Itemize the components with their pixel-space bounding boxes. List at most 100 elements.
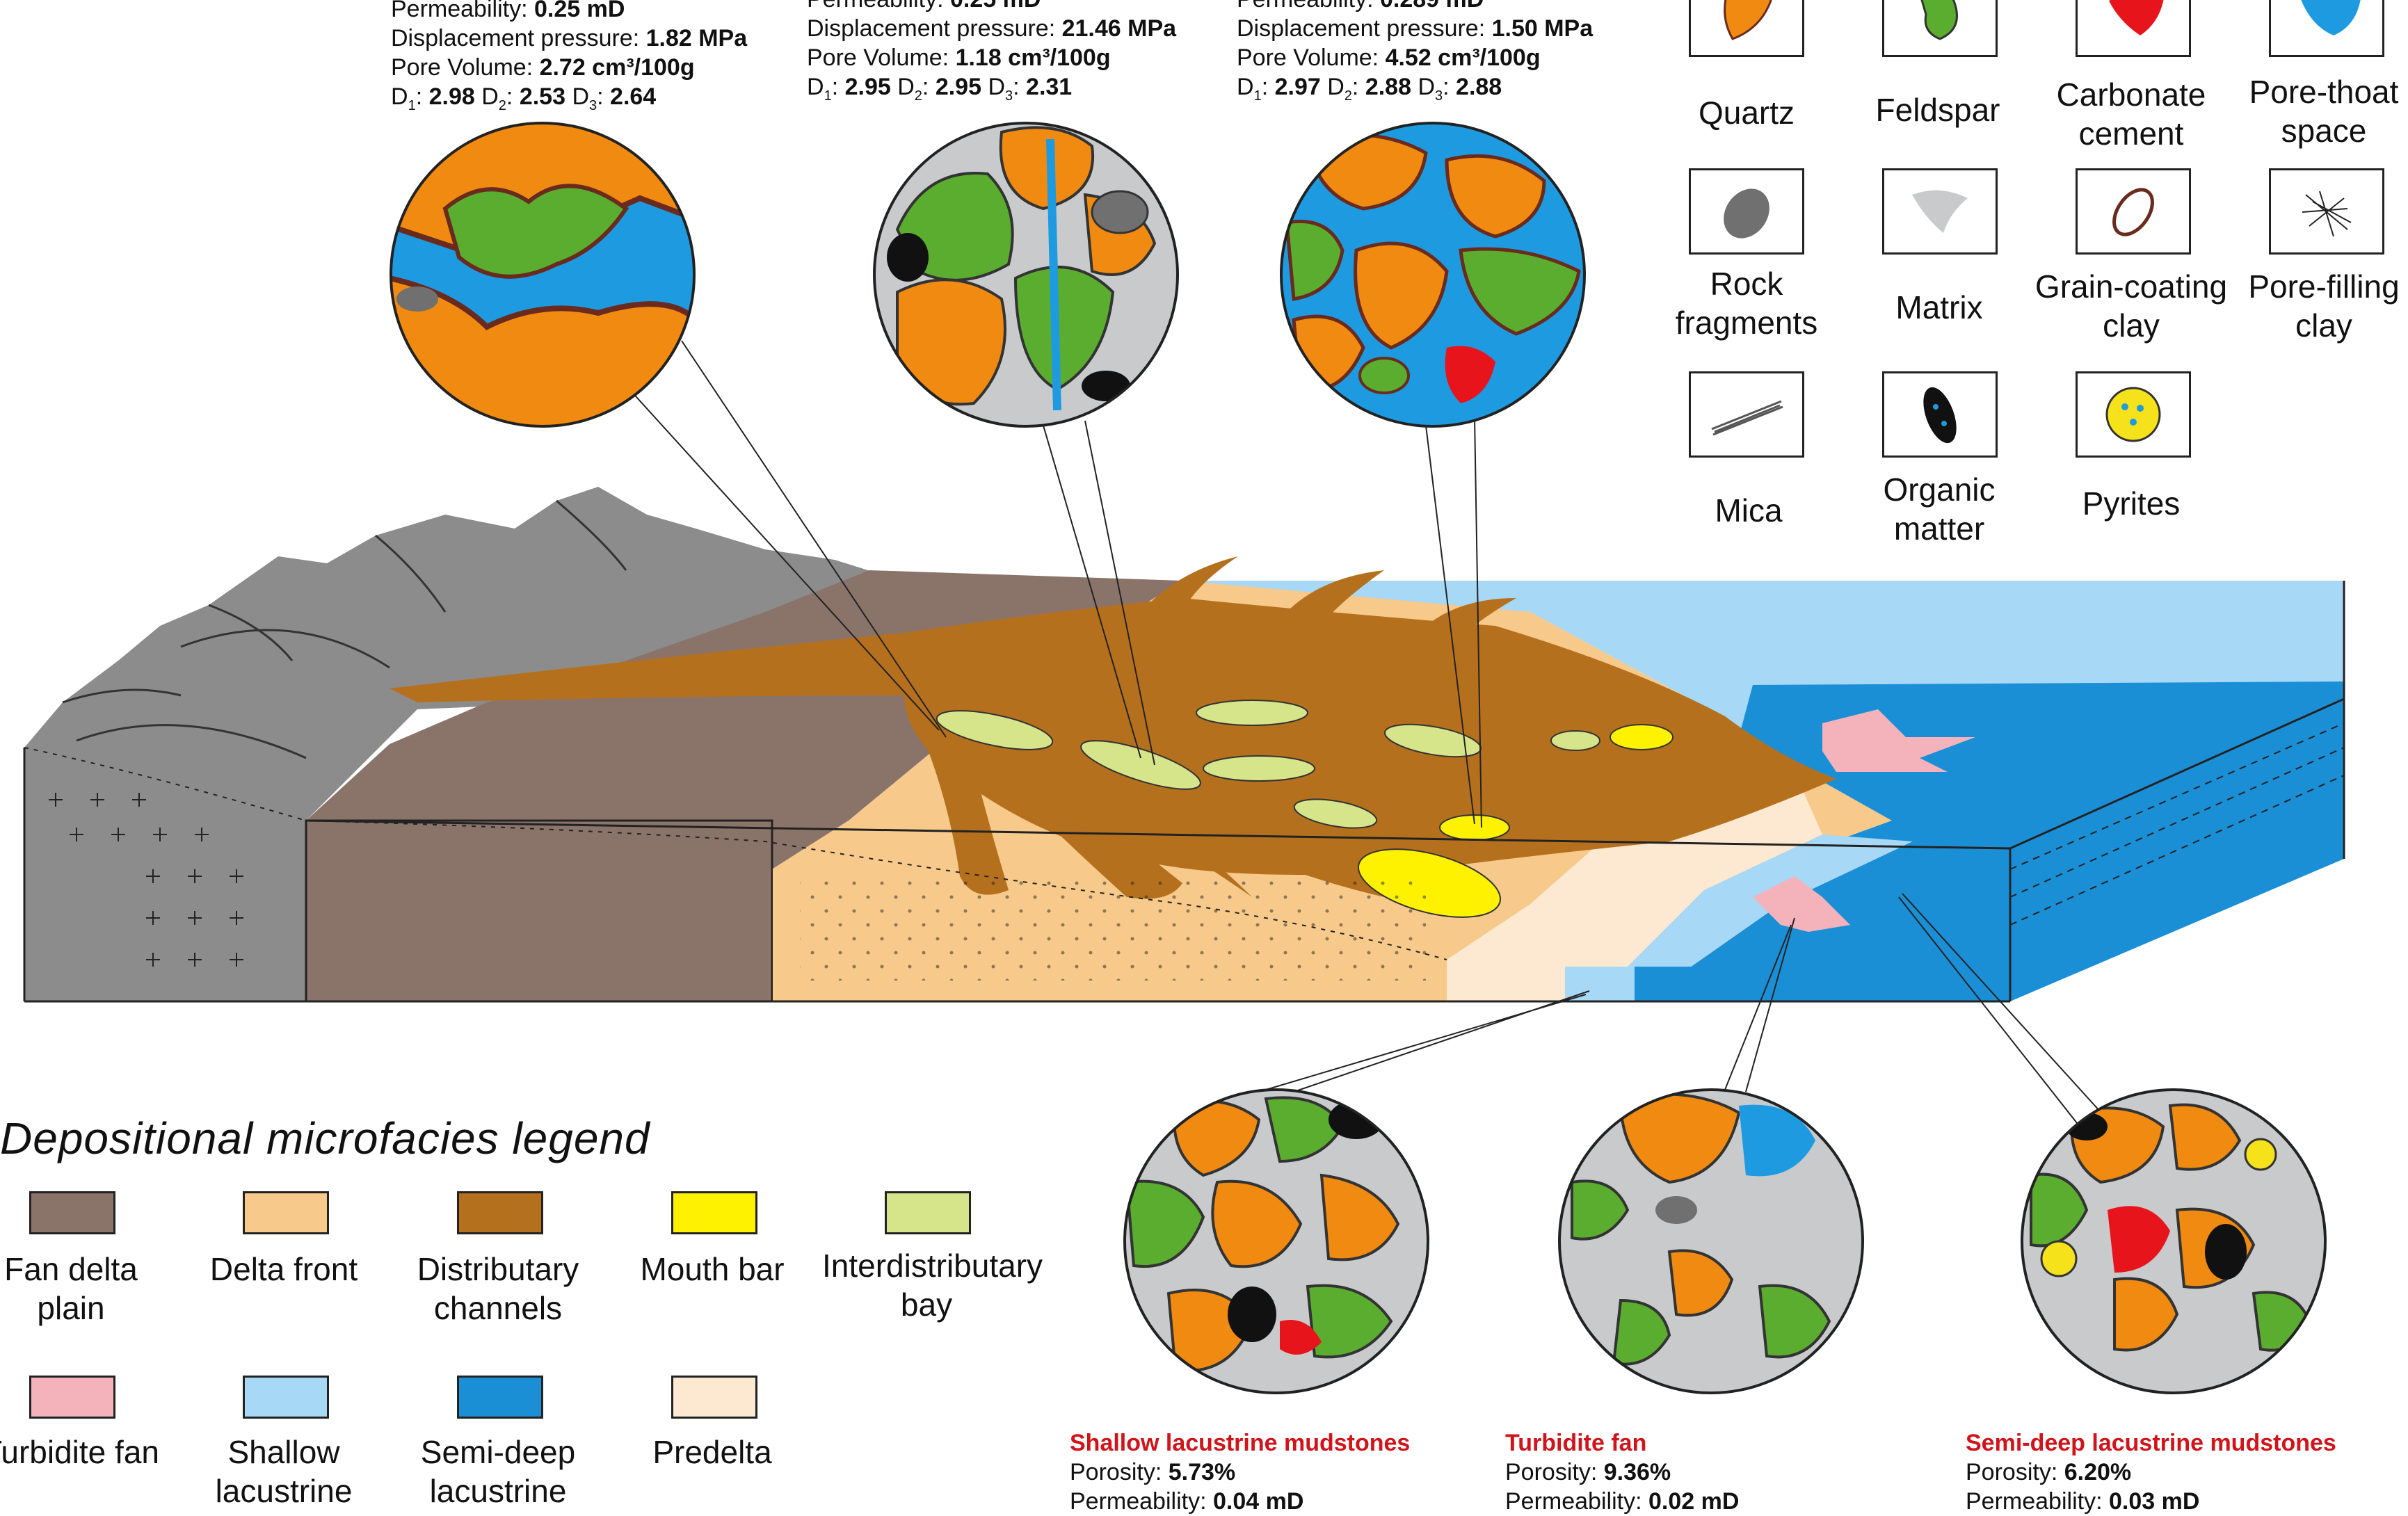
turbidite-fan-upper (1822, 709, 1975, 772)
mineral-label: Pore-thoat space (2249, 74, 2399, 149)
interdistributary-bays (936, 700, 1600, 829)
porosity-value: 6.20% (2064, 1459, 2132, 1485)
pore-volume-value: 4.52 cm³/100g (1385, 45, 1541, 71)
mica-swatch (1689, 371, 1804, 458)
pore-volume-value: 2.72 cm³/100g (539, 54, 695, 81)
fractal-dimensions: D1: 2.97 D2: 2.88 D3: 2.88 (1237, 74, 1502, 104)
granite-texture (49, 793, 243, 967)
feldspar-swatch (1882, 0, 1998, 57)
mineral-label: Quartz (1698, 95, 1795, 131)
displacement-value: 1.82 MPa (645, 25, 748, 51)
facies-label: Predelta (652, 1434, 772, 1470)
displacement-label: Displacement pressure: (391, 25, 646, 51)
grain-coating-clay-swatch (2076, 168, 2191, 255)
pore-volume-label: Pore Volume: (807, 45, 956, 71)
predelta-swatch (671, 1376, 757, 1419)
fractal-dimensions: D1: 2.98 D2: 2.53 D3: 2.64 (391, 83, 657, 113)
facies-label: Turbidite fan (0, 1434, 159, 1470)
mica-icon (1711, 400, 1783, 436)
porosity-value: 5.73% (1168, 1459, 1236, 1485)
carbonate-swatch (2076, 0, 2191, 57)
facies-title: Semi-deep lacustrine mudstones (1966, 1430, 2336, 1456)
turbidite-fan-lower (1753, 876, 1850, 932)
lake-side-face (2010, 699, 2344, 1001)
fractal-dimensions: D1: 2.95 D2: 2.95 D3: 2.31 (807, 74, 1073, 104)
mineral-label: Carbonate cement (2056, 76, 2206, 152)
facies-label: Mouth bar (640, 1251, 785, 1287)
thin-section-delta-front (874, 123, 1178, 426)
permeability-value: 0.03 mD (2108, 1488, 2200, 1515)
mineral-label: Feldspar (1875, 92, 2000, 128)
pore-icon (2301, 0, 2361, 35)
mineral-label: Pore-filling clay (2248, 268, 2400, 344)
matrix-swatch (1882, 168, 1998, 255)
mineral-label: Matrix (1895, 289, 1983, 325)
permeability-label: Permeability: (807, 0, 950, 13)
sample-4-properties: Shallow lacustrine mudstones Porosity: 5… (1070, 1430, 1411, 1515)
mineral-label: Mica (1715, 492, 1783, 529)
facies-title: Turbidite fan (1505, 1430, 1647, 1456)
porosity-value: 9.36% (1603, 1459, 1671, 1485)
mineral-label: Pyrites (2082, 485, 2181, 522)
thin-section-mouth-bar (1281, 123, 1584, 426)
mineral-label: Grain-coating clay (2034, 268, 2228, 344)
facies-label: Semi-deep lacustrine (420, 1434, 576, 1509)
pore-swatch (2269, 0, 2384, 57)
grain-coating-clay-icon (2112, 188, 2154, 236)
rock-fragment-icon (1724, 188, 1769, 239)
thin-section-fan-delta-plain (391, 123, 694, 426)
semi-deep-lacustrine-swatch (457, 1376, 543, 1419)
mineral-label: Rock fragments (1675, 266, 1818, 341)
facies-title: Shallow lacustrine mudstones (1070, 1430, 1411, 1456)
fan-delta-plain-swatch (29, 1191, 115, 1234)
organic-matter-swatch (1882, 371, 1998, 458)
displacement-label: Displacement pressure: (1237, 15, 1492, 42)
distributary-channels-swatch (457, 1191, 543, 1234)
mountains (24, 487, 890, 1001)
pyrite-swatch (2076, 371, 2191, 458)
pore-volume-label: Pore Volume: (1237, 45, 1386, 71)
interdistributary-bay-swatch (885, 1191, 971, 1234)
shallow-lacustrine-swatch (243, 1376, 329, 1419)
permeability-value: 0.25 mD (950, 0, 1041, 13)
displacement-value: 21.46 MPa (1061, 15, 1177, 42)
mineral-label: Organic matter (1883, 471, 1996, 547)
displacement-label: Displacement pressure: (807, 15, 1062, 42)
pore-volume-value: 1.18 cm³/100g (955, 45, 1111, 71)
matrix-icon (1912, 190, 1968, 233)
mouth-bar-swatch (671, 1191, 757, 1234)
delta-front-swatch (243, 1191, 329, 1234)
pore-volume-label: Pore Volume: (391, 54, 540, 81)
facies-label: Interdistributary bay (822, 1248, 1043, 1323)
sample-3-properties: Permeability: 0.289 mD Displacement pres… (1237, 0, 1593, 111)
pointer-lines (629, 340, 2108, 1127)
organic-matter-icon (1923, 387, 1957, 444)
pore-filling-clay-swatch (2269, 168, 2384, 255)
sample-6-properties: Semi-deep lacustrine mudstones Porosity:… (1966, 1430, 2336, 1515)
carbonate-icon (2109, 0, 2164, 35)
displacement-value: 1.50 MPa (1491, 15, 1594, 42)
sample-5-properties: Turbidite fan Porosity: 9.36% Permeabili… (1505, 1430, 1740, 1515)
rock-fragment-swatch (1689, 168, 1804, 255)
facies-label: Shallow lacustrine (215, 1434, 353, 1509)
permeability-label: Permeability: (1237, 0, 1380, 13)
turbidite-fan-swatch (29, 1376, 115, 1419)
permeability-value: 0.25 mD (533, 0, 625, 22)
permeability-label: Permeability: (391, 0, 534, 22)
facies-label: Distributary channels (417, 1251, 579, 1326)
facies-label: Fan delta plain (4, 1251, 138, 1326)
thin-section-turbidite-fan (1559, 1090, 1863, 1393)
facies-label: Delta front (209, 1251, 358, 1287)
shallow-lake-area (1565, 834, 1913, 1001)
sample-2-properties: Permeability: 0.25 mD Displacement press… (807, 0, 1176, 111)
feldspar-icon (1920, 0, 1958, 40)
pore-filling-clay-icon (2302, 191, 2352, 237)
thin-section-semi-deep-lacustrine (2022, 1090, 2325, 1393)
permeability-value: 0.04 mD (1212, 1488, 1304, 1515)
sample-1-properties: Permeability: 0.25 mD Displacement press… (391, 0, 747, 120)
quartz-swatch (1689, 0, 1804, 57)
facies-legend-title: Depositional microfacies legend (0, 1113, 650, 1163)
permeability-value: 0.02 mD (1648, 1488, 1740, 1515)
permeability-value: 0.289 mD (1380, 0, 1484, 13)
